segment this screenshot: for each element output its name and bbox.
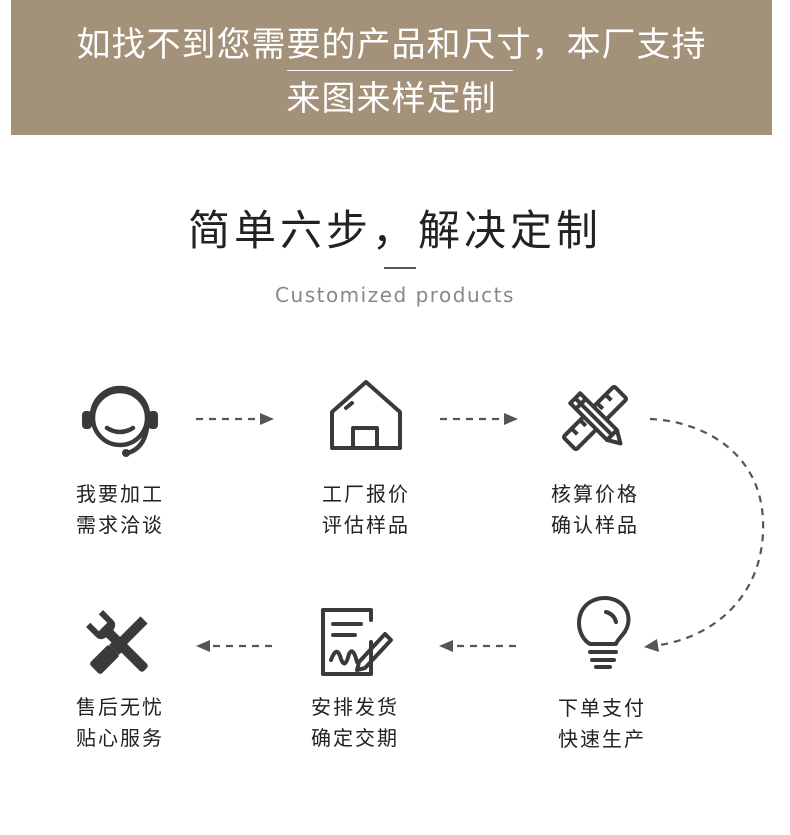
step-1-label-2: 需求洽谈 <box>76 513 164 537</box>
step-4-label-2: 快速生产 <box>558 727 646 751</box>
arrowhead-5 <box>196 640 210 652</box>
factory-house-icon <box>330 380 402 450</box>
step-5: 安排发货 确定交期 <box>275 604 435 764</box>
step-2-label-2: 评估样品 <box>322 513 410 537</box>
step-1-label-1: 我要加工 <box>76 482 164 506</box>
arrowhead-1 <box>260 413 274 425</box>
step-5-label-1: 安排发货 <box>311 695 399 719</box>
step-3: 核算价格 确认样品 <box>515 378 675 548</box>
step-3-label-2: 确认样品 <box>551 513 639 537</box>
step-1: 我要加工 需求洽谈 <box>40 378 200 548</box>
contract-sign-icon <box>321 608 393 676</box>
lightbulb-icon <box>577 595 631 669</box>
title-divider <box>384 267 416 269</box>
wrench-screwdriver-icon <box>86 610 148 674</box>
step-2: 工厂报价 评估样品 <box>286 378 446 548</box>
step-4: 下单支付 快速生产 <box>522 592 682 762</box>
banner-text-line2: 来图来样定制 <box>286 79 497 119</box>
headset-icon <box>82 385 158 457</box>
top-banner: 如找不到您需要的产品和尺寸，本厂支持 来图来样定制 <box>11 0 772 135</box>
step-6-label-1: 售后无忧 <box>76 695 164 719</box>
arrow-3-to-4-curve <box>649 417 765 647</box>
step-5-label-2: 确定交期 <box>311 726 399 750</box>
pencil-ruler-icon <box>562 385 628 451</box>
section-title: 简单六步，解决定制 <box>187 206 602 255</box>
banner-text-line1: 如找不到您需要的产品和尺寸，本厂支持 <box>76 25 707 65</box>
step-4-label-1: 下单支付 <box>558 696 646 720</box>
section-subtitle: Customized products <box>275 283 515 307</box>
arrowhead-4 <box>439 640 453 652</box>
arrowhead-2 <box>504 413 518 425</box>
step-6-label-2: 贴心服务 <box>76 726 164 750</box>
step-3-label-1: 核算价格 <box>551 482 639 506</box>
banner-underline <box>287 70 513 71</box>
step-6: 售后无忧 贴心服务 <box>40 604 200 764</box>
step-2-label-1: 工厂报价 <box>322 482 410 506</box>
arrowhead-3 <box>644 639 659 652</box>
